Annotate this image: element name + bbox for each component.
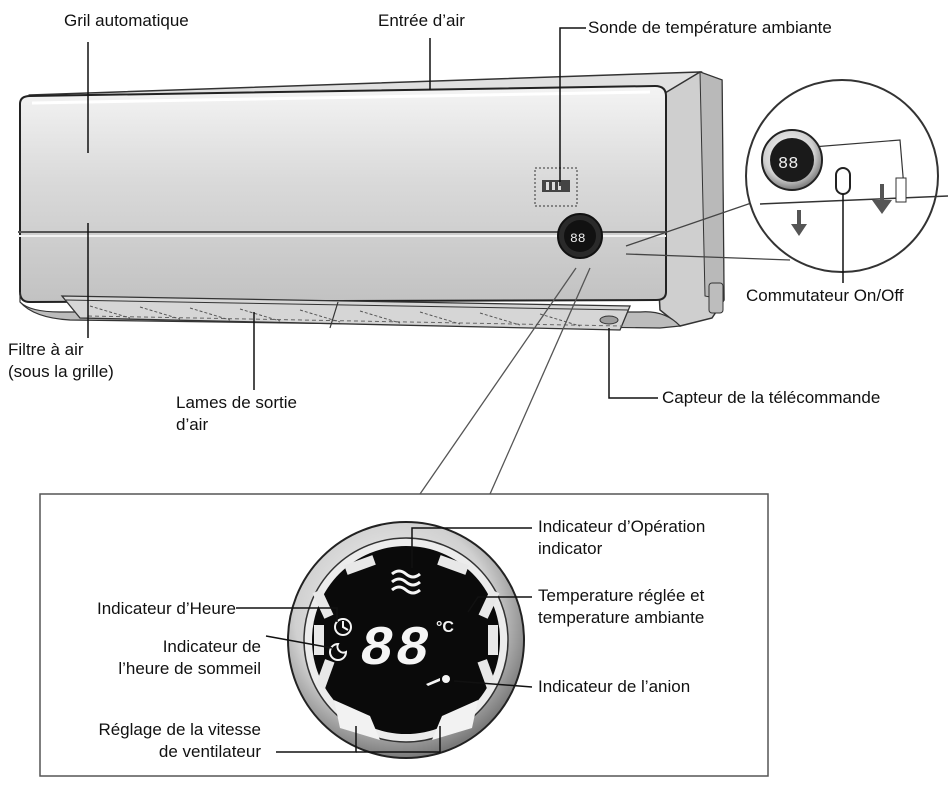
remote-sensor-window xyxy=(599,315,619,325)
label-operation-line1: Indicateur d’Opération xyxy=(538,517,706,536)
label-temperature-display: Temperature réglée et temperature ambian… xyxy=(538,585,704,629)
front-panel xyxy=(19,84,667,304)
label-operation-line2: indicator xyxy=(538,539,603,558)
on-off-switch xyxy=(835,167,851,195)
label-sleep-timer-indicator: Indicateur de l’heure de sommeil xyxy=(118,636,261,680)
label-fan-speed: Réglage de la vitesse de ventilateur xyxy=(98,719,261,763)
display-unit: °C xyxy=(436,619,454,636)
leader-lines xyxy=(87,27,844,753)
label-remote-sensor: Capteur de la télécommande xyxy=(662,388,881,407)
anion-icon xyxy=(426,675,450,686)
label-temperature-line1: Temperature réglée et xyxy=(538,586,705,605)
label-air-filter-line2: (sous la grille) xyxy=(8,362,114,381)
label-air-filter: Filtre à air (sous la grille) xyxy=(8,339,114,383)
temperature-sensor xyxy=(534,167,578,207)
label-anion-indicator: Indicateur de l’anion xyxy=(538,677,691,696)
label-louvres-line1: Lames de sortie xyxy=(176,393,297,412)
sleep-timer-icon xyxy=(329,642,348,661)
label-air-filter-line1: Filtre à air xyxy=(8,340,84,359)
label-operation-indicator: Indicateur d’Opération indicator xyxy=(538,516,705,560)
operation-icon xyxy=(391,569,421,595)
label-louvres-line2: d’air xyxy=(176,415,209,434)
timer-icon xyxy=(334,618,352,636)
large-display: 88 °C xyxy=(287,521,525,759)
display-digits: 88 xyxy=(360,617,431,681)
label-sleep-line1: Indicateur de xyxy=(162,637,261,656)
label-fan-line2: de ventilateur xyxy=(158,742,261,761)
air-outlet-louvres xyxy=(60,295,631,331)
svg-text:88: 88 xyxy=(570,231,586,246)
label-sleep-line2: l’heure de sommeil xyxy=(118,659,261,678)
label-air-outlet-louvres: Lames de sortie d’air xyxy=(176,392,297,436)
label-timer-indicator: Indicateur d’Heure xyxy=(97,599,236,618)
zoom-inset: 88 xyxy=(625,79,948,273)
indoor-unit: 88 xyxy=(18,71,725,331)
label-room-temperature-sensor: Sonde de température ambiante xyxy=(588,18,832,37)
svg-text:88: 88 xyxy=(778,155,798,174)
label-fan-line1: Réglage de la vitesse xyxy=(98,720,261,739)
label-automatic-grille: Gril automatique xyxy=(64,11,189,30)
label-temperature-line2: temperature ambiante xyxy=(538,608,705,627)
label-air-inlet: Entrée d’air xyxy=(378,11,465,30)
label-on-off-switch: Commutateur On/Off xyxy=(746,286,904,305)
